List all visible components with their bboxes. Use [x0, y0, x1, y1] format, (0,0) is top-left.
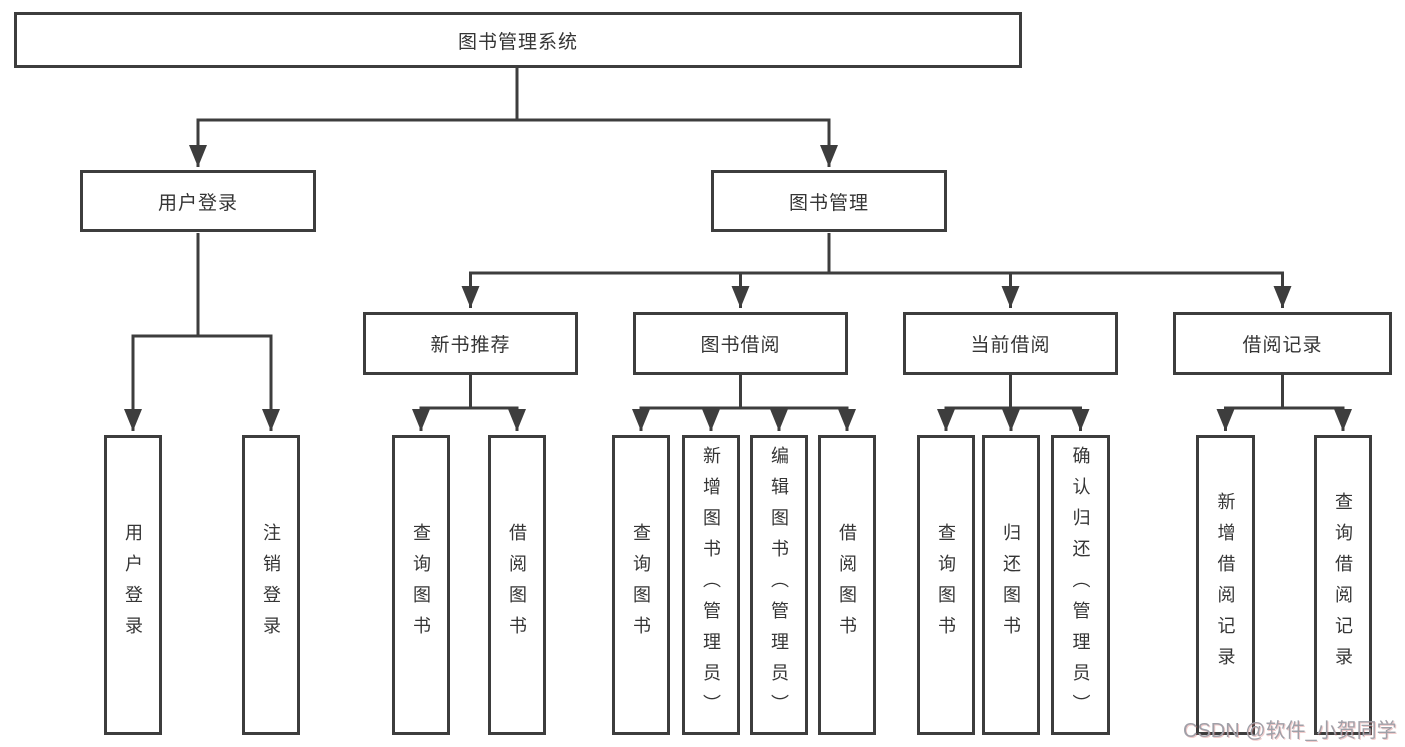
node-current-borrow-label: 当前借阅	[970, 335, 1051, 356]
leaf-confirm-return-admin-label: 确认归还（管理员）	[1070, 445, 1091, 725]
leaf-confirm-return-admin: 确认归还（管理员）	[1051, 435, 1110, 735]
leaf-edit-books-admin-label: 编辑图书（管理员）	[769, 445, 789, 725]
node-book-borrow-label: 图书借阅	[700, 335, 781, 356]
leaf-query-books-recommend-label: 查询图书	[411, 523, 431, 647]
node-root-label: 图书管理系统	[457, 31, 578, 53]
leaf-query-books-recommend: 查询图书	[392, 435, 450, 735]
leaf-user-login: 用户登录	[104, 435, 162, 735]
node-user-login-label: 用户登录	[157, 192, 238, 214]
leaf-return-books-label: 归还图书	[1001, 523, 1021, 647]
leaf-add-borrow-record: 新增借阅记录	[1196, 435, 1255, 735]
node-user-login: 用户登录	[80, 170, 316, 232]
leaf-query-books-borrow: 查询图书	[612, 435, 670, 735]
node-book-management: 图书管理	[711, 170, 947, 232]
leaf-logout: 注销登录	[242, 435, 300, 735]
leaf-return-books: 归还图书	[982, 435, 1040, 735]
leaf-query-borrow-record: 查询借阅记录	[1314, 435, 1372, 735]
node-root: 图书管理系统	[14, 12, 1022, 68]
leaf-query-books-borrow-label: 查询图书	[631, 523, 651, 647]
leaf-borrow-books: 借阅图书	[818, 435, 876, 735]
leaf-add-books-admin: 新增图书（管理员）	[682, 435, 740, 735]
leaf-edit-books-admin: 编辑图书（管理员）	[750, 435, 808, 735]
leaf-logout-label: 注销登录	[261, 523, 281, 647]
leaf-add-borrow-record-label: 新增借阅记录	[1215, 492, 1236, 678]
leaf-query-borrow-record-label: 查询借阅记录	[1333, 492, 1353, 678]
leaf-query-books-current: 查询图书	[917, 435, 975, 735]
node-borrow-records: 借阅记录	[1173, 312, 1392, 375]
leaf-borrow-books-recommend: 借阅图书	[488, 435, 546, 735]
leaf-add-books-admin-label: 新增图书（管理员）	[701, 445, 721, 725]
node-current-borrow: 当前借阅	[903, 312, 1118, 375]
node-book-borrow: 图书借阅	[633, 312, 848, 375]
node-new-book-recommend-label: 新书推荐	[430, 335, 511, 356]
leaf-user-login-label: 用户登录	[123, 523, 143, 647]
leaf-borrow-books-recommend-label: 借阅图书	[507, 523, 527, 647]
leaf-borrow-books-label: 借阅图书	[837, 523, 857, 647]
node-book-management-label: 图书管理	[788, 192, 869, 214]
node-new-book-recommend: 新书推荐	[363, 312, 578, 375]
node-borrow-records-label: 借阅记录	[1242, 335, 1323, 356]
leaf-query-books-current-label: 查询图书	[936, 523, 956, 647]
csdn-watermark: CSDN @软件_小贺同学	[1183, 720, 1397, 742]
